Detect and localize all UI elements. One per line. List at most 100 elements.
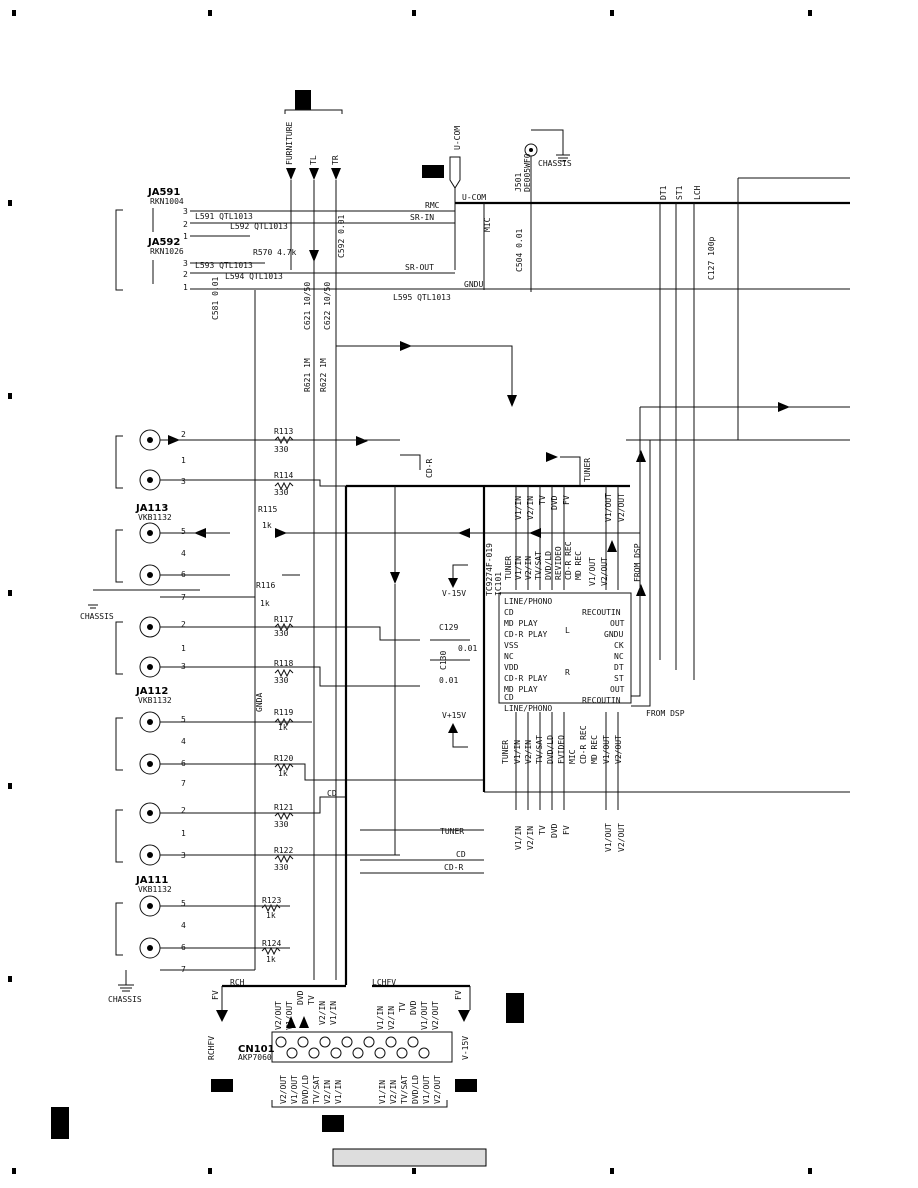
ja591-pin2: 2 [183,220,188,229]
cn-ltop-3: DVD [296,990,305,1005]
ic-lpin-4: CD-R PLAY [504,630,548,639]
ja591-ref: JA591 [147,187,180,198]
cn101-left-labels: V2/OUT V1/OUT DVD TV V2/IN V1/IN [274,990,338,1030]
label-chassis-top: CHASSIS [538,159,572,168]
filter-l591: L591 QTL1013 [195,212,253,221]
ja592-ref: JA592 [147,237,180,248]
ground-chassis-1: CHASSIS [80,612,114,621]
ic-lpin-10: CD [504,693,514,702]
ic-lpin-1: LINE/PHONO [504,597,552,606]
ic-tpin-8: MD REC [574,551,583,580]
cn-bot-6: V1/IN [334,1080,343,1104]
net-lchfv: RCHFV [207,1036,216,1060]
cn-rtop-4: DVD [409,1000,418,1015]
cn-bot-9: TV/SAT [400,1075,409,1104]
res-r116: R116 [256,581,275,590]
res-r117: R117 [274,615,293,624]
cap-c127: C127 100p [707,236,716,280]
cn-ltop-6: V1/IN [329,1001,338,1025]
cn101-pin-circles [275,1036,430,1059]
net-vpos15: V+15V [442,711,466,720]
in-bot-4: DVD [550,823,559,838]
res-r113-val: 330 [274,445,289,454]
ic-top-pins: TUNER V1/IN V2/IN TV/SAT DVD/LD REVIDEO … [504,541,609,586]
res-r121-val: 330 [274,820,289,829]
cn-bot-1: V2/OUT [279,1075,288,1104]
cap-c129-val: 0.01 [458,644,477,653]
label-furniture: FURNITURE [285,121,294,165]
j501-part: DE005WF0 [523,153,532,192]
cn-bot-4: TV/SAT [312,1075,321,1104]
in-bot-7: V2/OUT [617,823,626,852]
net-rch: LCHFV [372,978,396,987]
in-bot-3: TV [538,825,547,835]
cn-rtop-6: V2/OUT [431,1001,440,1030]
resistor-labels: R113 330 R114 330 R115 1k R116 1k R117 3… [256,427,293,964]
cn-bot-12: V2/OUT [433,1075,442,1104]
ic-rpin-7: ST [614,674,624,683]
res-r116-val: 1k [260,599,270,608]
ic-rpin-3: GNDU [604,630,623,639]
ic-rpin-9: RECOUTIN [582,696,621,705]
cap-c504: C504 0.01 [515,228,524,272]
net-rchfv: V-15V [461,1036,470,1060]
ground-chassis-2: CHASSIS [108,995,142,1004]
pin-5a: 5 [181,527,186,536]
res-r118-val: 330 [274,676,289,685]
cn-rtop-1: V1/IN [376,1006,385,1030]
from-dsp-bottom: FROM DSP [646,709,685,718]
in-top-1: V1/IN [514,496,523,520]
cn101-body [271,1031,453,1063]
ja592-pin2: 2 [183,270,188,279]
net-tuner: TUNER [583,458,592,482]
in-bot-6: V1/OUT [604,823,613,852]
net-gndu: GNDU [464,280,483,289]
label-ucom-top: U-COM [453,126,462,150]
input-labels-bottom: V1/IN V2/IN TV DVD FV V1/OUT V2/OUT [514,823,626,852]
ic-tpin-2: V1/IN [514,556,523,580]
ic-bpin-1: TUNER [501,740,510,764]
filter-l593: L593 QTL1013 [195,261,253,270]
res-r122: R122 [274,846,293,855]
net-st1: LCH [693,185,702,200]
ic-right-pins: RECOUTIN OUT GNDU CK NC DT ST OUT RECOUT… [582,608,625,705]
cn-rtop-2: V2/IN [387,1006,396,1030]
ic-lpin-11: LINE/PHONO [504,704,552,713]
ic-bpin-5: DVD/LD [546,735,555,764]
cn101-part: AKP7060 [238,1053,272,1062]
ic-bpin-8: CD-R REC [579,725,588,764]
ja592-pin3: 3 [183,259,188,268]
res-r118: R118 [274,659,293,668]
cn101-right-labels: V1/IN V2/IN TV DVD V1/OUT V2/OUT [376,1000,440,1030]
ic-rpin-2: OUT [610,619,625,628]
cn101-ref: CN101 [238,1044,275,1055]
cap-c622: C622 10/50 [323,282,332,330]
cap-c581: C581 0.01 [211,276,220,320]
res-r114: R114 [274,471,293,480]
ic-bpin-6: FVIDEO [557,735,566,764]
cap-c129: C129 [439,623,458,632]
pin-7b: 7 [181,779,186,788]
res-r119-val: 1k [278,723,288,732]
net-cdr-2: CD-R [444,863,463,872]
ic-bpin-7: MIC [568,749,577,764]
net-tuner-2: TUNER [440,827,464,836]
ja112-ref: JA112 [135,686,168,697]
ja113-ref: JA113 [135,503,168,514]
cn-bot-10: DVD/LD [411,1075,420,1104]
sheet-tags [51,90,524,1167]
in-bot-1: V1/IN [514,826,523,850]
ic-tpin-4: TV/SAT [534,551,543,580]
cn-bot-11: V1/OUT [422,1075,431,1104]
cn-bot-5: V2/IN [323,1080,332,1104]
pin-4b: 4 [181,737,186,746]
input-labels-top: V1/IN V2/IN TV DVD FV V1/OUT V2/OUT [514,493,626,522]
net-vneg15: V-15V [442,589,466,598]
net-lch: RCH [230,978,245,987]
res-r114-val: 330 [274,488,289,497]
ic-part: TC9274F-019 [485,543,494,596]
net-cdr: CD-R [425,459,434,478]
cn-bot-7: V1/IN [378,1080,387,1104]
ic-lpin-7: VDD [504,663,519,672]
